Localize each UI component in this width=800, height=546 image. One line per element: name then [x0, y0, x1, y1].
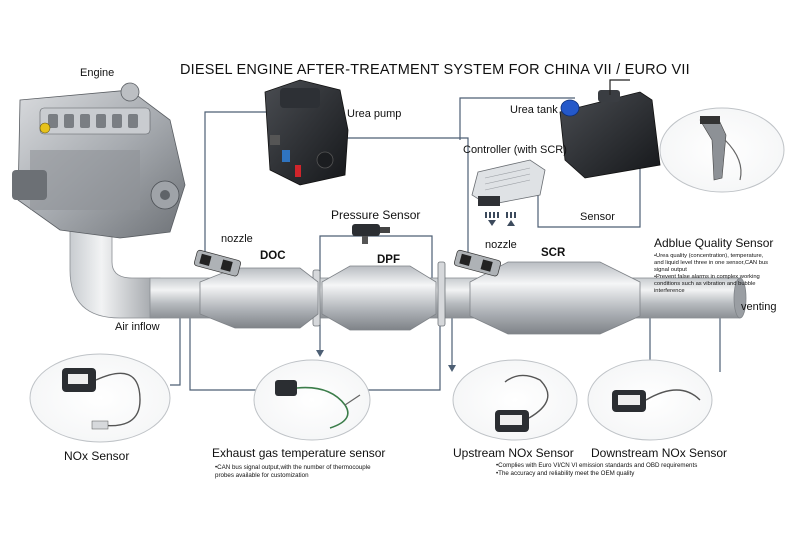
engine-label: Engine — [80, 67, 115, 79]
upstream-nox-label: Upstream NOx Sensor — [453, 446, 574, 460]
nox-note: The accuracy and reliability meet the OE… — [496, 470, 736, 478]
nox-notes: Complies with Euro VI/CN VI emission sta… — [496, 462, 736, 478]
doc-label: DOC — [260, 250, 286, 262]
line-nox-left — [170, 315, 181, 386]
pressure-sensor-label: Pressure Sensor — [331, 208, 421, 222]
controller-label: Controller (with SCR) — [463, 144, 567, 156]
controller-illustration — [471, 159, 546, 206]
adblue-note: Urea quality (concentration), temperatur… — [654, 253, 772, 274]
scr-label: SCR — [541, 247, 566, 259]
sensor-label: Sensor — [580, 211, 615, 223]
nox-sensor-oval — [29, 353, 171, 443]
engine-illustration — [12, 82, 186, 239]
controller-signal-icon — [485, 212, 516, 226]
nox-note: Complies with Euro VI/CN VI emission sta… — [496, 462, 736, 470]
exhaust-temp-sensor-label: Exhaust gas temperature sensor — [212, 446, 386, 460]
venting-label: venting — [741, 301, 777, 313]
urea-tank-label: Urea tank — [510, 104, 558, 116]
exhaust-temp-sensor-oval — [253, 359, 371, 441]
dpf-canister — [321, 265, 437, 331]
nozzle-left-illustration — [194, 249, 241, 277]
line-controller-to-sensor — [537, 160, 641, 228]
line-exhaust-temp-2 — [365, 325, 441, 391]
air-inflow-label: Air inflow — [115, 321, 160, 333]
page-title: DIESEL ENGINE AFTER-TREATMENT SYSTEM FOR… — [180, 62, 690, 78]
dpf-label: DPF — [377, 254, 400, 266]
urea-pump-label: Urea pump — [347, 108, 402, 120]
doc-canister — [199, 267, 319, 329]
adblue-sensor-oval — [659, 107, 785, 193]
nozzle-right-label: nozzle — [485, 239, 517, 251]
line-exhaust-temp-1 — [189, 315, 260, 391]
urea-pump-illustration — [264, 79, 349, 186]
upstream-nox-sensor-oval — [452, 359, 578, 441]
exhaust-notes: CAN bus signal output,with the number of… — [215, 464, 385, 480]
urea-tank-illustration — [559, 79, 661, 179]
line-pump-to-left-nozzle — [204, 111, 268, 255]
line-pump-to-right-nozzle — [340, 137, 469, 255]
adblue-note: Prevent false alarms in complex working … — [654, 274, 772, 295]
exhaust-note: CAN bus signal output,with the number of… — [215, 464, 385, 480]
downstream-nox-sensor-oval — [587, 359, 713, 441]
line-pump-to-tank — [459, 97, 575, 140]
nox-sensor-label: NOx Sensor — [64, 449, 130, 463]
nozzle-left-label: nozzle — [221, 233, 253, 245]
downstream-nox-label: Downstream NOx Sensor — [591, 446, 728, 460]
pressure-sensor-illustration — [352, 224, 390, 244]
nozzle-right-illustration — [454, 249, 501, 277]
adblue-notes: Urea quality (concentration), temperatur… — [654, 253, 772, 295]
scr-canister — [469, 261, 641, 335]
adblue-sensor-label: Adblue Quality Sensor — [654, 236, 774, 250]
